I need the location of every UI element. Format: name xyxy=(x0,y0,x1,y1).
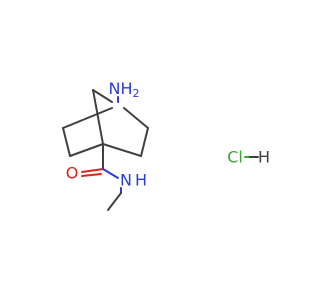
amine-group: NH2 xyxy=(109,79,140,103)
bond-co-2 xyxy=(81,173,102,177)
salt-hydrogen-label: H xyxy=(258,148,270,167)
bond-c2-c1 xyxy=(69,143,104,157)
bond-co-1 xyxy=(81,168,104,173)
amide-nitrogen-label: N xyxy=(120,171,132,190)
bond-c4-c5 xyxy=(123,107,149,129)
bond-c6-c1 xyxy=(102,143,142,157)
hydrochloride-salt: Cl H xyxy=(227,148,270,167)
carbonyl-oxygen-label: O xyxy=(66,164,79,183)
bond-c4-c7 xyxy=(92,89,113,103)
bond-c5-c6 xyxy=(140,127,149,157)
carboxamide-group: O N H xyxy=(66,143,147,211)
bond-methyl xyxy=(107,192,122,211)
bond-c7-c1 xyxy=(92,89,104,145)
chlorine-label: Cl xyxy=(227,148,243,167)
bond-ccarbonyl-n xyxy=(102,168,119,179)
bond-c4-c3 xyxy=(62,107,113,129)
bond-c3-c2 xyxy=(62,127,71,157)
amide-hydrogen-label: H xyxy=(135,171,147,190)
structure-canvas: NH2 O N H Cl H xyxy=(62,79,270,211)
bicyclic-framework xyxy=(62,89,149,157)
amine-label: NH2 xyxy=(109,79,140,100)
